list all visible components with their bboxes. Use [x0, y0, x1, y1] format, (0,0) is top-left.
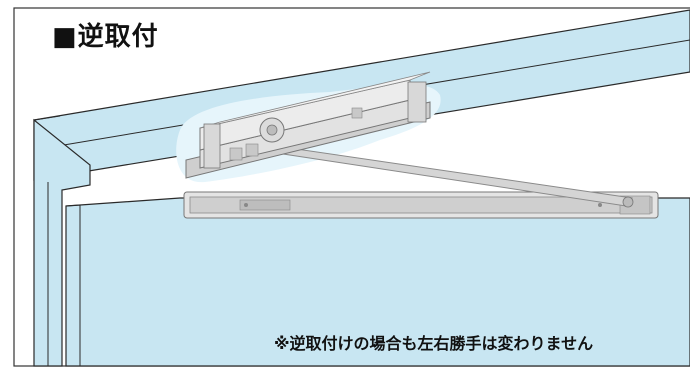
page-title: ■逆取付 [52, 22, 159, 52]
installation-note: ※逆取付けの場合も左右勝手は変わりません [274, 334, 594, 353]
door-closer-icon [185, 71, 431, 179]
